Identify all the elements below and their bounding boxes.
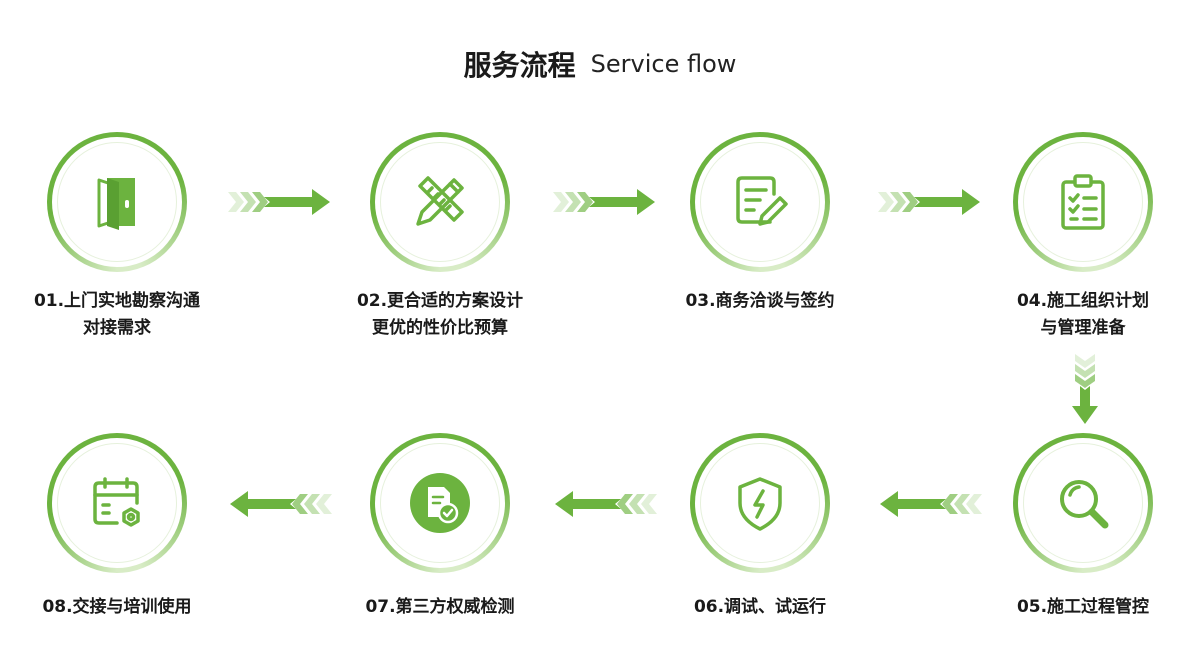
step-03 — [690, 132, 830, 272]
step-07 — [370, 433, 510, 573]
arrow-left-3 — [230, 491, 332, 517]
arrow-left-2 — [555, 491, 657, 517]
page-title: 服务流程 Service flow — [0, 44, 1200, 84]
arrow-left-1 — [880, 491, 982, 517]
door-icon — [97, 178, 135, 230]
step-08-label: 08.交接与培训使用 — [42, 597, 192, 617]
step-01 — [47, 132, 187, 272]
step-05-label: 05.施工过程管控 — [1016, 597, 1150, 617]
step-04 — [1013, 132, 1153, 272]
step-03-label: 03.商务洽谈与签约 — [685, 291, 835, 311]
pencil-ruler-icon — [416, 176, 464, 226]
shield-bolt-icon — [738, 477, 782, 531]
arrow-right-2 — [553, 189, 655, 215]
step-06 — [690, 433, 830, 573]
step-02 — [370, 132, 510, 272]
step-05 — [1013, 433, 1153, 573]
step-06-label: 06.调试、试运行 — [693, 597, 827, 617]
step-08 — [47, 433, 187, 573]
arrow-right-1 — [228, 189, 330, 215]
contract-sign-icon — [736, 176, 788, 226]
step-04-label: 04.施工组织计划 与管理准备 — [1016, 291, 1150, 338]
arrow-right-3 — [878, 189, 980, 215]
clipboard-checklist-icon — [1061, 174, 1105, 230]
step-02-label: 02.更合适的方案设计 更优的性价比预算 — [356, 291, 524, 338]
title-chinese: 服务流程 — [463, 49, 576, 82]
step-01-label: 01.上门实地勘察沟通 对接需求 — [33, 291, 201, 338]
document-check-icon — [410, 473, 470, 533]
step-07-label: 07.第三方权威检测 — [365, 597, 515, 617]
arrow-down — [1072, 354, 1098, 424]
title-english: Service flow — [590, 50, 737, 78]
calendar-gear-icon — [93, 477, 140, 527]
magnifier-icon — [1060, 480, 1109, 529]
